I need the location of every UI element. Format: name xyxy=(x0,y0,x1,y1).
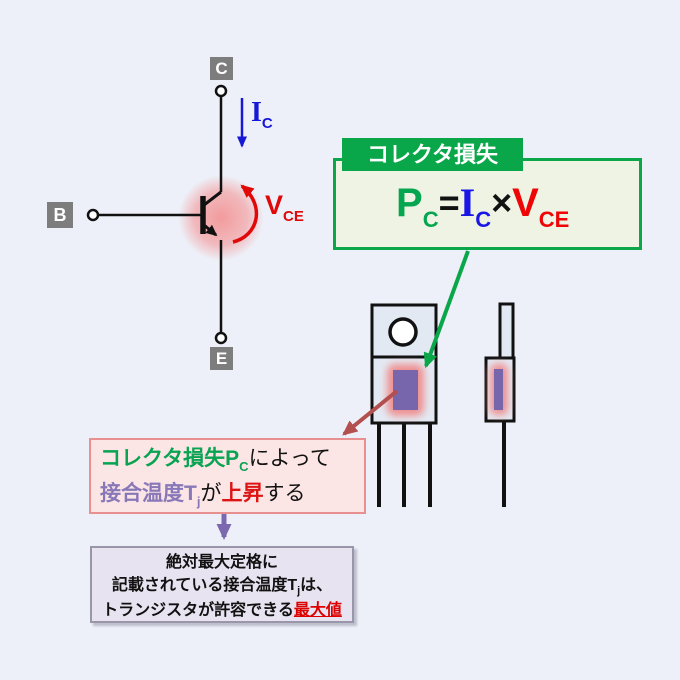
base-terminal-node xyxy=(86,208,100,222)
cause-junction-temp-text: 接合温度T xyxy=(100,482,197,505)
note-line-3: トランジスタが許容できる最大値 xyxy=(92,599,352,622)
cause-line-2: 接合温度Tjが上昇する xyxy=(100,477,364,512)
formula-p: P xyxy=(396,181,423,225)
current-symbol: I xyxy=(251,97,262,128)
note-tj-subscript: j xyxy=(297,585,301,597)
package-tab-side xyxy=(498,302,515,363)
formula-equals: = xyxy=(438,182,460,223)
transistor-package-front xyxy=(370,303,438,507)
collector-terminal-label: C xyxy=(210,57,233,80)
cause-line2-plain-text-1: が xyxy=(200,482,222,505)
cause-line1-plain-text: によって xyxy=(248,447,331,470)
note-line-2: 記載されている接合温度Tjは、 xyxy=(92,574,352,599)
formula-i: I xyxy=(459,180,476,225)
base-terminal-label: B xyxy=(47,202,73,228)
vce-voltage-arc-icon xyxy=(232,184,259,244)
note-line2-before: 記載されている接合温度T xyxy=(111,577,298,594)
transistor-emitter-arrow xyxy=(203,223,218,237)
collector-current-label: IC xyxy=(251,97,273,133)
voltage-subscript: CE xyxy=(283,208,304,225)
junction-temp-cause-box: コレクタ損失PCによって 接合温度Tjが上昇する xyxy=(89,438,366,514)
note-line3-plain-text: トランジスタが許容できる xyxy=(102,602,294,619)
formula-p-sub: C xyxy=(422,207,439,232)
formula-i-sub: C xyxy=(475,207,492,232)
note-line-1: 絶対最大定格に xyxy=(165,554,278,571)
note-max-value-text: 最大値 xyxy=(293,602,342,619)
cause-rise-text: 上昇 xyxy=(221,482,264,505)
transistor-collector-leg xyxy=(203,190,222,207)
note-line2-after: は、 xyxy=(300,577,333,594)
formula-to-die-arrow-icon xyxy=(423,250,470,369)
die-to-cause-arrow-icon xyxy=(342,389,399,436)
collector-loss-title-tab: コレクタ損失 xyxy=(342,138,523,171)
formula-times: × xyxy=(491,182,513,223)
formula-v: V xyxy=(512,181,539,225)
collector-loss-formula: PC=IC×VCE xyxy=(396,180,569,231)
current-subscript: C xyxy=(261,115,273,132)
mounting-hole-icon xyxy=(388,317,418,347)
collector-terminal-node xyxy=(214,84,228,98)
cause-line-1: コレクタ損失PCによって xyxy=(100,442,364,477)
semiconductor-die xyxy=(393,370,418,410)
cause-pc-subscript: C xyxy=(239,459,249,474)
cause-line2-plain-text-2: する xyxy=(263,482,306,505)
vce-voltage-label: VCE xyxy=(265,190,304,226)
cause-tj-subscript: j xyxy=(196,494,201,509)
emitter-terminal-label: E xyxy=(210,347,233,370)
absolute-max-rating-note-box: 絶対最大定格に 記載されている接合温度Tjは、 トランジスタが許容できる最大値 xyxy=(90,546,354,623)
collector-loss-formula-box xyxy=(333,158,642,250)
semiconductor-die xyxy=(494,369,503,410)
emitter-terminal-node xyxy=(214,331,228,345)
formula-v-sub: CE xyxy=(538,207,570,232)
cause-collector-loss-text: コレクタ損失P xyxy=(100,447,240,470)
voltage-symbol: V xyxy=(265,190,284,220)
transistor-package-side xyxy=(484,302,516,507)
transistor-symbol xyxy=(86,84,228,345)
